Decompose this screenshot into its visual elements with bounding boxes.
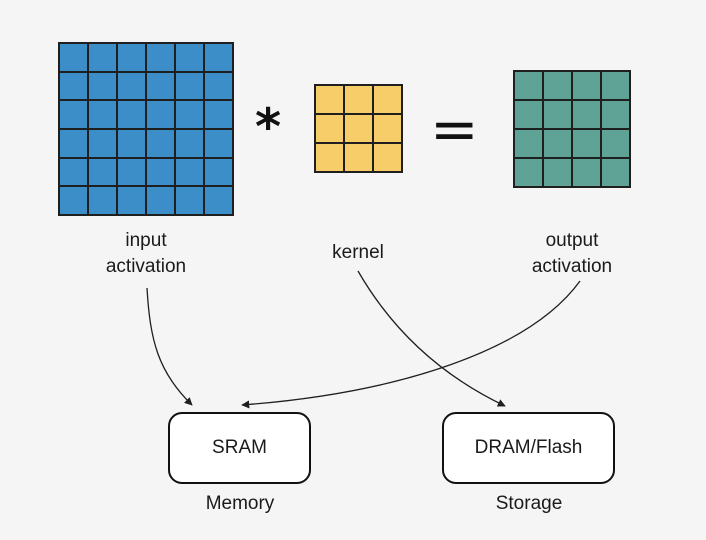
- output-grid-cell: [573, 130, 600, 157]
- input-grid-cell: [205, 129, 232, 157]
- dram-flash-box: DRAM/Flash: [442, 412, 615, 484]
- kernel-grid-cell: [374, 86, 401, 113]
- input-grid-cell: [89, 187, 116, 214]
- output-grid-cell: [602, 72, 629, 99]
- input-grid-cell: [205, 101, 232, 128]
- kernel-grid-cell: [345, 115, 372, 142]
- output-grid-cell: [573, 159, 600, 186]
- arrow-output-to-sram: [241, 280, 581, 409]
- kernel-grid-cell: [345, 86, 372, 113]
- input-grid-cell: [60, 44, 87, 71]
- output-label-line2: activation: [531, 256, 613, 277]
- input-grid-cell: [118, 129, 145, 157]
- input-grid-cell: [147, 72, 174, 100]
- arrow-kernel-to-dram: [357, 270, 506, 407]
- output-activation-grid: [513, 70, 631, 188]
- output-grid-cell: [602, 159, 629, 186]
- equals-operator: =: [430, 95, 479, 163]
- input-grid-cell: [118, 72, 145, 100]
- kernel-grid-cell: [345, 144, 372, 171]
- input-grid-cell: [147, 129, 174, 157]
- output-grid-cell: [602, 101, 629, 128]
- input-grid-cell: [118, 187, 145, 214]
- output-activation-label: output activation: [500, 228, 644, 280]
- input-grid-cell: [60, 187, 87, 214]
- dram-flash-label: DRAM/Flash: [474, 437, 583, 458]
- input-grid-cell: [89, 44, 116, 71]
- input-grid-cell: [60, 129, 87, 157]
- output-grid-cell: [544, 72, 571, 99]
- input-grid-cell: [176, 187, 203, 214]
- output-grid-cell: [515, 72, 542, 99]
- input-grid-cell: [118, 101, 145, 128]
- input-grid-cell: [147, 101, 174, 128]
- input-grid-cell: [205, 187, 232, 214]
- output-grid-cell: [573, 72, 600, 99]
- input-grid-cell: [147, 187, 174, 214]
- output-grid-cell: [573, 101, 600, 128]
- input-label-line2: activation: [105, 256, 187, 277]
- input-grid-cell: [60, 72, 87, 100]
- kernel-grid-cell: [374, 115, 401, 142]
- input-grid-cell: [89, 158, 116, 186]
- input-grid-cell: [60, 101, 87, 128]
- output-grid-cell: [602, 130, 629, 157]
- kernel-grid-cell: [316, 86, 343, 113]
- input-grid-cell: [118, 158, 145, 186]
- output-grid-cell: [515, 159, 542, 186]
- input-grid-cell: [147, 44, 174, 71]
- arrow-input-to-sram: [146, 287, 193, 406]
- output-grid-cell: [544, 101, 571, 128]
- kernel-grid: [314, 84, 403, 173]
- output-grid-cell: [515, 130, 542, 157]
- memory-caption: Memory: [205, 493, 275, 514]
- input-grid-cell: [176, 101, 203, 128]
- input-label-line1: input: [125, 230, 167, 251]
- output-label-line1: output: [545, 230, 599, 251]
- output-grid-cell: [515, 101, 542, 128]
- sram-box: SRAM: [168, 412, 311, 484]
- kernel-label: kernel: [332, 242, 384, 263]
- input-grid-cell: [89, 129, 116, 157]
- input-grid-cell: [176, 72, 203, 100]
- input-grid-cell: [176, 129, 203, 157]
- input-grid-cell: [89, 101, 116, 128]
- kernel-grid-cell: [316, 115, 343, 142]
- input-grid-cell: [205, 158, 232, 186]
- input-grid-cell: [60, 158, 87, 186]
- input-grid-cell: [118, 44, 145, 71]
- convolution-operator: *: [255, 98, 282, 156]
- input-grid-cell: [89, 72, 116, 100]
- sram-label: SRAM: [212, 437, 267, 458]
- input-grid-cell: [176, 44, 203, 71]
- storage-caption: Storage: [495, 493, 563, 514]
- kernel-grid-cell: [316, 144, 343, 171]
- output-grid-cell: [544, 159, 571, 186]
- kernel-grid-cell: [374, 144, 401, 171]
- input-activation-grid: [58, 42, 234, 216]
- input-activation-label: input activation: [86, 228, 206, 280]
- input-grid-cell: [205, 72, 232, 100]
- output-grid-cell: [544, 130, 571, 157]
- input-grid-cell: [205, 44, 232, 71]
- input-grid-cell: [147, 158, 174, 186]
- input-grid-cell: [176, 158, 203, 186]
